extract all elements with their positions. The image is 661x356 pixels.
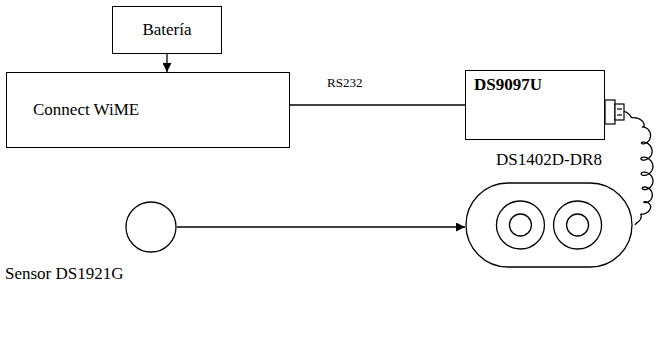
device-box: Connect WiME bbox=[6, 72, 290, 148]
node-label: Connect WiME bbox=[33, 100, 139, 120]
usb-plug bbox=[605, 100, 624, 124]
adapter-box: DS9097U bbox=[465, 70, 605, 140]
node-label: Sensor DS1921G bbox=[5, 264, 124, 284]
node-label: Batería bbox=[142, 20, 191, 40]
connector bbox=[166, 54, 167, 72]
battery-box: Batería bbox=[112, 6, 222, 54]
reader-probe: DS1402D-DR8 bbox=[465, 150, 633, 270]
connector bbox=[177, 226, 465, 227]
edge-label: RS232 bbox=[325, 75, 364, 91]
probe-outline bbox=[465, 182, 633, 268]
sensor-button: Sensor DS1921G bbox=[5, 200, 185, 300]
node-label: DS1402D-DR8 bbox=[496, 150, 602, 170]
sensor-circle bbox=[125, 201, 177, 253]
node-label: DS9097U bbox=[474, 75, 542, 95]
connector bbox=[290, 104, 465, 105]
